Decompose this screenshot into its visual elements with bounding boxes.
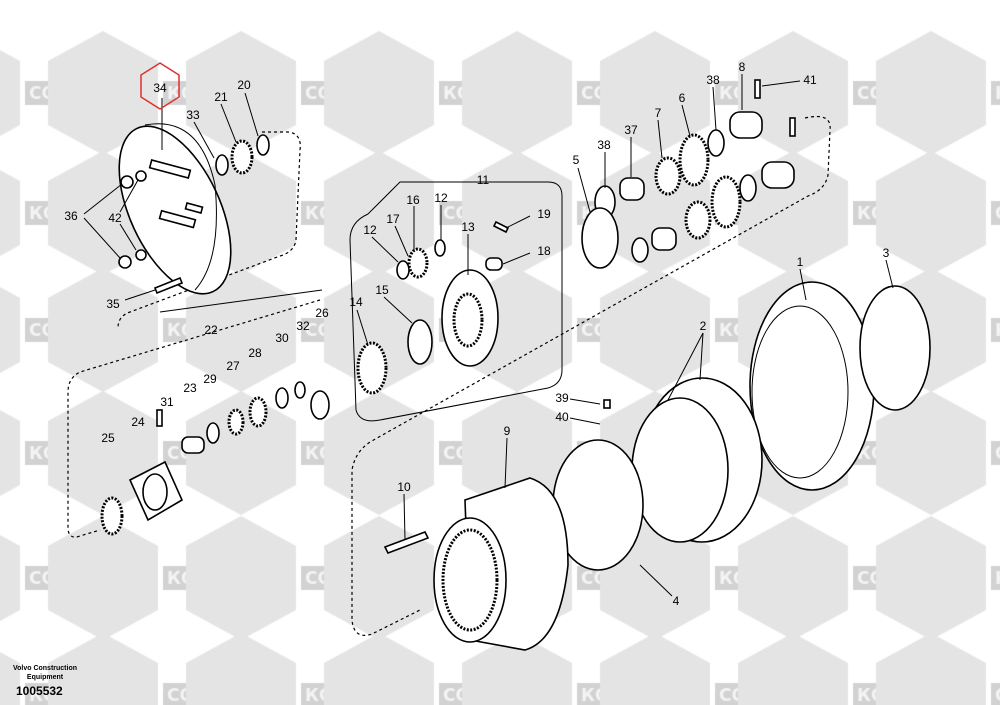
callout-38[interactable]: 38 — [597, 138, 611, 152]
callout-21[interactable]: 21 — [214, 90, 228, 104]
leader-lines — [83, 74, 894, 597]
callout-41[interactable]: 41 — [803, 73, 817, 87]
assembly-boundary-carrier-1 — [67, 299, 321, 538]
callout-14[interactable]: 14 — [349, 295, 363, 309]
part-shafts-bearings — [581, 79, 796, 269]
part-cover — [118, 123, 232, 295]
callout-31[interactable]: 31 — [160, 395, 174, 409]
callout-25[interactable]: 25 — [101, 431, 115, 445]
assembly-boundary-cover — [117, 131, 301, 329]
callout-12[interactable]: 12 — [434, 191, 448, 205]
publisher-label: Volvo Construction Equipment — [12, 665, 78, 681]
callout-12b[interactable]: 12 — [363, 223, 377, 237]
callout-6[interactable]: 6 — [679, 91, 686, 105]
callout-33[interactable]: 33 — [186, 108, 200, 122]
callout-10[interactable]: 10 — [397, 480, 411, 494]
callout-27[interactable]: 27 — [226, 359, 240, 373]
callout-29[interactable]: 29 — [203, 372, 217, 386]
callout-26[interactable]: 26 — [315, 306, 329, 320]
callout-42[interactable]: 42 — [108, 211, 122, 225]
callout-15[interactable]: 15 — [375, 283, 389, 297]
callout-20[interactable]: 20 — [237, 78, 251, 92]
callout-3[interactable]: 3 — [883, 246, 890, 260]
callout-19[interactable]: 19 — [537, 207, 551, 221]
callout-13[interactable]: 13 — [461, 220, 475, 234]
callout-4[interactable]: 4 — [673, 594, 680, 608]
callout-labels: 1 2 3 4 5 6 7 8 9 10 11 12 12 13 14 15 1… — [64, 60, 889, 608]
callout-8[interactable]: 8 — [739, 60, 746, 74]
callout-34[interactable]: 34 — [153, 81, 167, 95]
callout-39[interactable]: 39 — [555, 391, 569, 405]
document-number: 1005532 — [16, 684, 63, 698]
callout-40[interactable]: 40 — [555, 410, 569, 424]
callout-24[interactable]: 24 — [131, 415, 145, 429]
callout-23[interactable]: 23 — [183, 381, 197, 395]
assembly-boundary-planet — [349, 181, 563, 422]
callout-9[interactable]: 9 — [504, 424, 511, 438]
callout-22[interactable]: 22 — [204, 323, 218, 337]
callout-36[interactable]: 36 — [64, 209, 78, 223]
callout-38b[interactable]: 38 — [706, 73, 720, 87]
callout-30[interactable]: 30 — [275, 331, 289, 345]
callout-2[interactable]: 2 — [700, 319, 707, 333]
callout-1[interactable]: 1 — [797, 255, 804, 269]
assembly-boundary-carrier-2 — [351, 115, 831, 636]
callout-37[interactable]: 37 — [624, 123, 638, 137]
callout-11[interactable]: 11 — [477, 173, 490, 187]
part-gears-small — [215, 134, 270, 176]
callout-7[interactable]: 7 — [655, 106, 662, 120]
callout-5[interactable]: 5 — [573, 153, 580, 167]
callout-28[interactable]: 28 — [248, 346, 262, 360]
part-planet-group — [356, 220, 510, 395]
callout-18[interactable]: 18 — [537, 244, 551, 258]
callout-17[interactable]: 17 — [386, 212, 400, 226]
callout-35[interactable]: 35 — [106, 297, 120, 311]
part-housing — [383, 281, 931, 651]
callout-16[interactable]: 16 — [406, 193, 420, 207]
highlight-hexagon — [140, 62, 180, 110]
callout-32[interactable]: 32 — [296, 319, 310, 333]
part-bolts — [118, 170, 184, 295]
part-carrier-stack — [100, 381, 330, 536]
